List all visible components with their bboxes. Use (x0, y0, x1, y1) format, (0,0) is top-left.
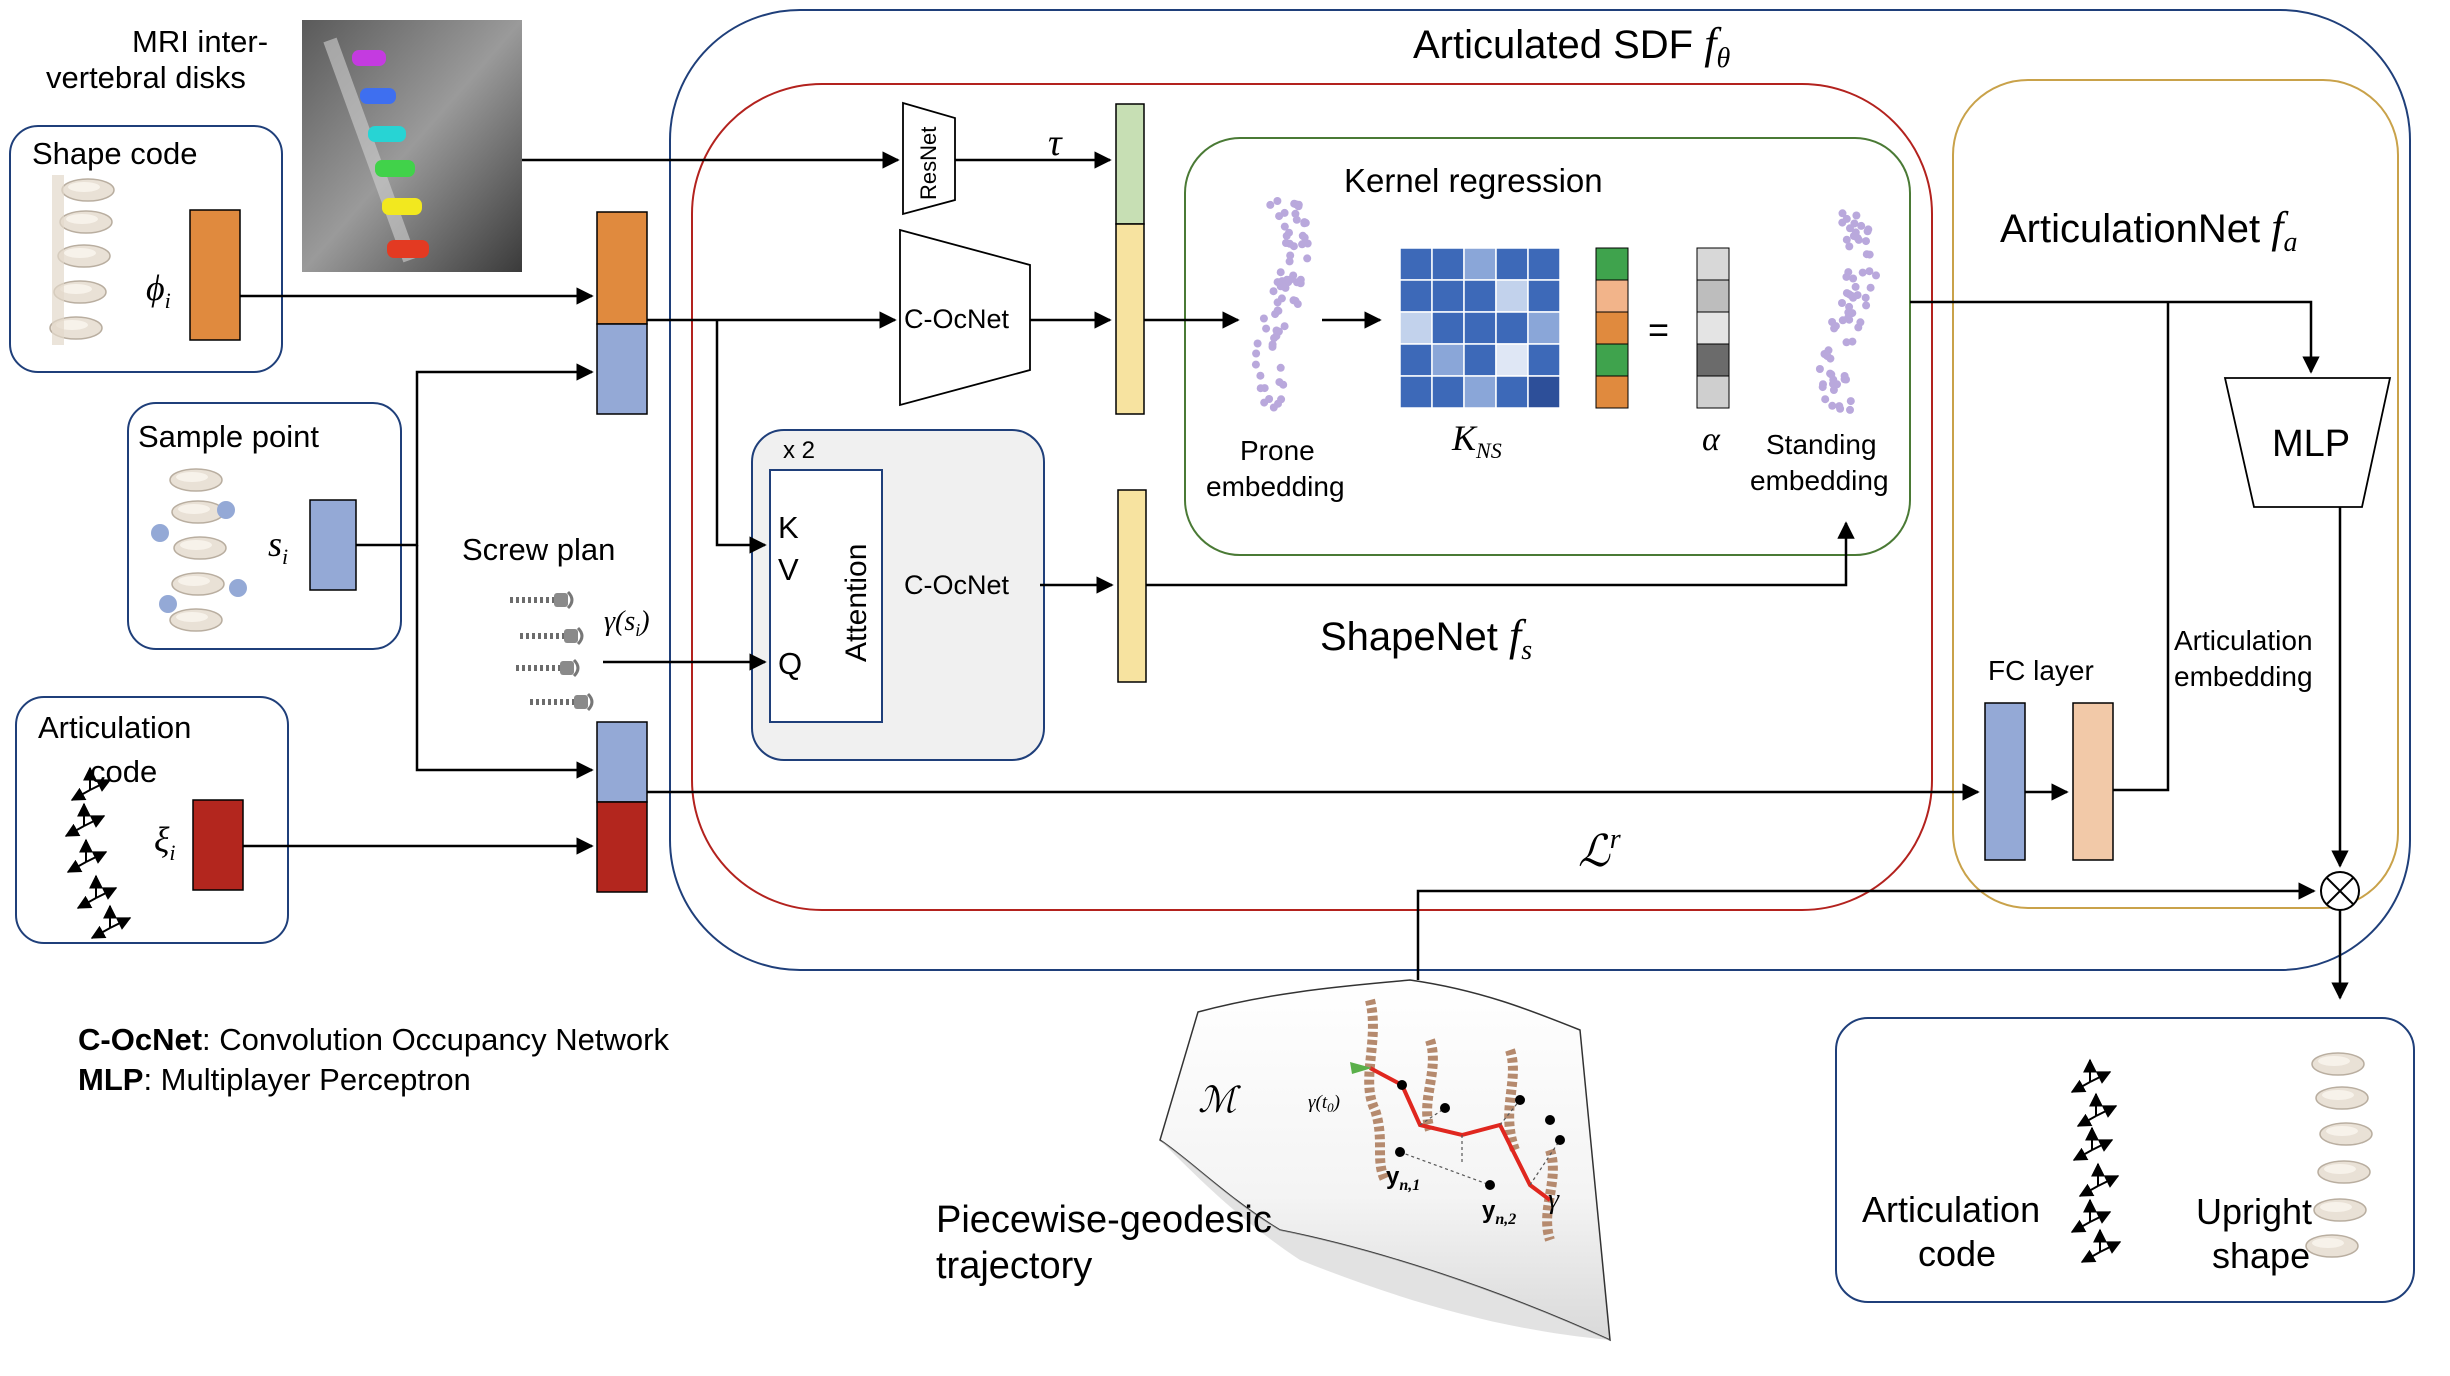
k-label: K (778, 510, 799, 545)
attention-block (769, 469, 883, 723)
v-label: V (778, 552, 799, 587)
trajectory-label-1: Piecewise-geodesic (936, 1199, 1272, 1241)
sample-point-box (127, 402, 402, 650)
screw-plan-icon (510, 592, 592, 710)
sample-point-spine-icon (151, 468, 247, 632)
articulationnet-title: ArticulationNet fa (2000, 203, 2297, 258)
prone-label-2: embedding (1206, 471, 1345, 502)
articulation-code-box (15, 696, 289, 944)
output-upright-label-2: shape (2212, 1235, 2310, 1276)
fc-input-bar (1984, 702, 2026, 861)
legend-item-coocnet: C-OcNet: Convolution Occupancy Network (78, 1022, 669, 1057)
articulationnet-container (1952, 79, 2399, 909)
s-symbol: si (268, 524, 288, 569)
alpha-vector (1696, 247, 1730, 409)
mri-image (302, 20, 522, 272)
standing-embedding-scatter (1815, 209, 1880, 414)
coocnet-mid-label: C-OcNet (904, 570, 1010, 600)
output-articulation-label-2: code (1918, 1233, 1996, 1274)
attention-output-bar (1117, 489, 1147, 683)
value-vector (1595, 247, 1629, 409)
shapenet-title: ShapeNet fs (1320, 611, 1532, 666)
gamma-t0-symbol: γ(t0) (1308, 1092, 1340, 1115)
articulation-code-label-2: code (90, 754, 157, 789)
concat-shape-bar-orange (596, 211, 648, 325)
gamma-symbol: γ (1548, 1184, 1560, 1215)
q-label: Q (778, 646, 802, 681)
standing-label-1: Standing (1766, 429, 1877, 460)
shape-code-label: Shape code (32, 136, 197, 171)
concat-art-bar-red (596, 801, 648, 893)
prone-embedding-scatter (1251, 197, 1312, 412)
sample-point-label: Sample point (138, 419, 319, 454)
mri-label-1: MRI inter- (132, 24, 268, 59)
prone-label-1: Prone (1240, 435, 1315, 466)
shape-code-spine-icon (49, 175, 115, 345)
y-n2-symbol: yn,2 (1482, 1197, 1516, 1228)
kernel-matrix (1399, 247, 1561, 409)
mlp-block (2223, 377, 2392, 508)
equals-sign: = (1648, 309, 1669, 350)
concat-art-bar-blue (596, 721, 648, 803)
mlp-label: MLP (2272, 423, 2350, 465)
kns-symbol: KNS (1451, 418, 1502, 463)
xi-symbol: ξi (154, 820, 176, 865)
trajectory-label-2: trajectory (936, 1245, 1092, 1287)
tau-bar-green (1115, 103, 1145, 225)
upright-spine-icon (2305, 1052, 2373, 1258)
concat-shape-bar-blue (596, 323, 648, 415)
output-articulation-label-1: Articulation (1862, 1189, 2040, 1230)
manifold-symbol: ℳ (1198, 1080, 1241, 1120)
xi-code-bar (192, 799, 244, 891)
loss-symbol: ℒr (1578, 824, 1621, 876)
legend: C-OcNet: Convolution Occupancy Network M… (78, 1020, 669, 1100)
attention-label: Attention (840, 544, 873, 662)
sdf-title: Articulated SDF fθ (1413, 19, 1730, 74)
standing-label-2: embedding (1750, 465, 1889, 496)
shapenet-container (691, 83, 1933, 911)
multiply-node (2320, 871, 2360, 911)
articulation-frames-icon-left (66, 768, 130, 938)
fc-output-bar (2072, 702, 2114, 861)
articulation-code-label-1: Articulation (38, 710, 191, 745)
phi-symbol: ϕi (146, 268, 171, 313)
resnet-label: ResNet (916, 127, 941, 200)
coocnet-top-label: C-OcNet (904, 304, 1010, 334)
tau-bar-yellow (1115, 223, 1145, 415)
x2-label: x 2 (783, 437, 815, 464)
kernel-regression-label: Kernel regression (1344, 162, 1603, 199)
fc-layer-label: FC layer (1988, 655, 2094, 686)
articulation-embedding-label-2: embedding (2174, 661, 2313, 692)
mri-label-2: vertebral disks (46, 60, 246, 95)
manifold-surface (1159, 979, 1611, 1342)
legend-item-mlp: MLP: Multiplayer Perceptron (78, 1062, 471, 1097)
shape-code-box (9, 125, 283, 373)
y-n1-symbol: yn,1 (1386, 1163, 1420, 1194)
coocnet-top-block (899, 228, 1031, 407)
screw-plan-label: Screw plan (462, 532, 615, 567)
resnet-block (902, 101, 956, 216)
phi-code-bar (189, 209, 241, 341)
gamma-s-symbol: γ(si) (604, 606, 650, 640)
kernel-regression-container (1184, 137, 1911, 556)
articulation-frames-icon-output (2072, 1060, 2120, 1262)
alpha-symbol: α (1702, 421, 1721, 458)
articulation-embedding-label-1: Articulation (2174, 625, 2313, 656)
output-box (1835, 1017, 2415, 1303)
articulated-sdf-container (669, 9, 2411, 971)
output-upright-label-1: Upright (2196, 1191, 2312, 1232)
tau-symbol: τ (1048, 122, 1063, 164)
s-point-bar (309, 499, 357, 591)
